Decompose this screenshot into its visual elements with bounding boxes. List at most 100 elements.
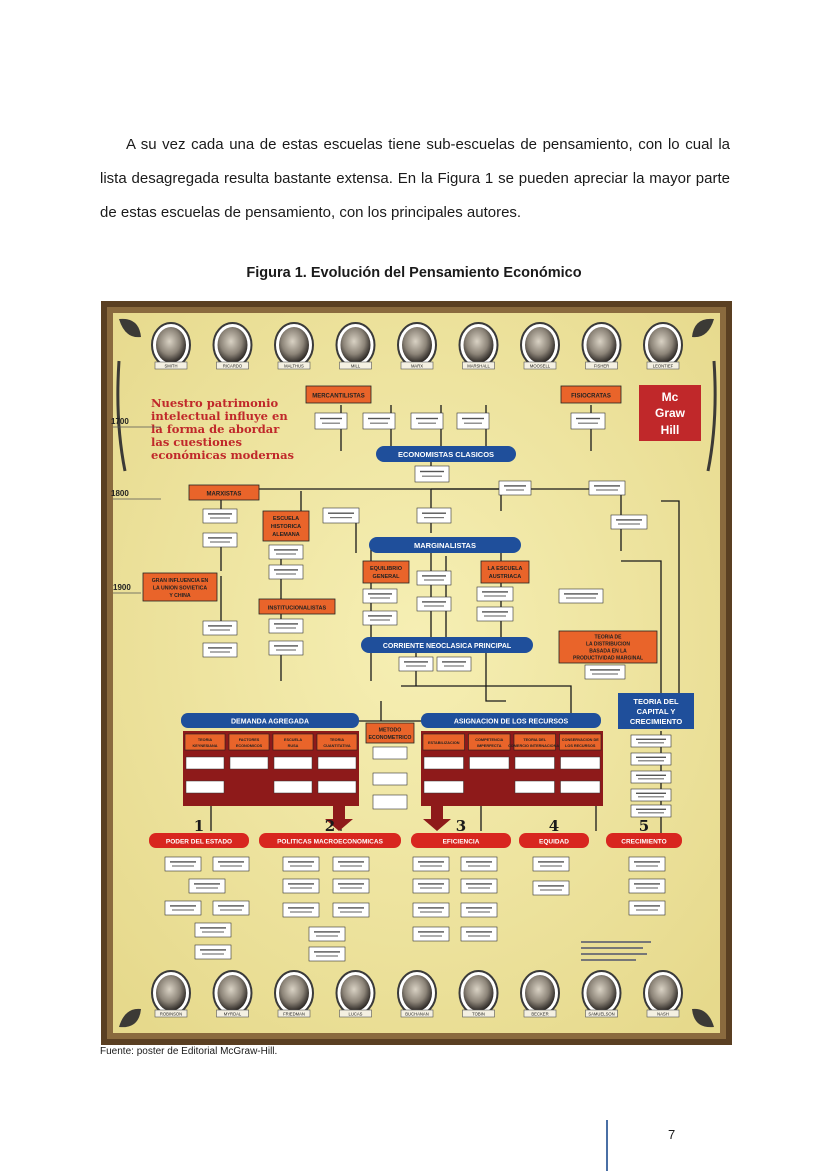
author-card bbox=[308, 946, 346, 962]
subschool-box bbox=[316, 733, 358, 751]
top-portrait-name: MOOSELL bbox=[530, 364, 551, 369]
author-box bbox=[423, 780, 464, 794]
author-card bbox=[164, 900, 202, 916]
asignacion-recursos-block: ASIGNACION DE LOS RECURSOS ESTABILIZACIO… bbox=[421, 713, 603, 806]
subschool-label: ESTABILIZACION bbox=[428, 741, 460, 745]
headline-line: económicas modernas bbox=[151, 448, 294, 462]
year-label: 1900 bbox=[113, 583, 131, 592]
metodo-econometrico-block: METODO ECONOMETRICO bbox=[365, 722, 415, 810]
top-portrait-name: MARX bbox=[411, 364, 423, 369]
outcome-number: 5 bbox=[639, 817, 649, 835]
block-title: DEMANDA AGREGADA bbox=[231, 719, 309, 726]
bottom-portrait: SAMUELSON bbox=[581, 970, 622, 1018]
top-portrait-name: RICARDO bbox=[223, 364, 243, 369]
author-box bbox=[423, 756, 464, 770]
subschool-box bbox=[513, 733, 556, 751]
author-card bbox=[460, 878, 498, 894]
top-portrait: FISHER bbox=[581, 322, 622, 370]
ornament-tr bbox=[692, 318, 714, 338]
top-portrait-name: MALTHUS bbox=[284, 364, 304, 369]
bottom-portrait-name: FRIEDMAN bbox=[283, 1012, 305, 1017]
bottom-portrait: BECKER bbox=[520, 970, 560, 1018]
author-card bbox=[282, 878, 320, 894]
school-label: MARXISTAS bbox=[207, 492, 242, 498]
subschool-label: IMPERFECTA bbox=[477, 744, 502, 748]
author-card bbox=[416, 570, 452, 586]
subschool-label: LOS RECURSOS bbox=[565, 744, 596, 748]
logo-line: Mc bbox=[662, 390, 679, 404]
author-box bbox=[229, 756, 269, 770]
top-portrait: MOOSELL bbox=[520, 322, 560, 370]
author-card bbox=[282, 902, 320, 918]
author-card bbox=[570, 412, 606, 430]
author-card bbox=[630, 788, 672, 802]
school-label: TEORIA DEL bbox=[633, 697, 679, 706]
top-portrait: MILL bbox=[335, 322, 376, 370]
author-card bbox=[558, 588, 604, 604]
bottom-portrait-name: ROBINSON bbox=[160, 1012, 182, 1017]
author-card bbox=[630, 804, 672, 818]
poster-note bbox=[581, 941, 651, 961]
author-card bbox=[212, 856, 250, 872]
bottom-portrait: MYRDAL bbox=[212, 970, 253, 1018]
author-card bbox=[282, 856, 320, 872]
author-card bbox=[322, 507, 360, 524]
author-card bbox=[202, 642, 238, 658]
school-label: CRECIMIENTO bbox=[630, 717, 683, 726]
author-card bbox=[164, 856, 202, 872]
school-boxes: MERCANTILISTAS FISIOCRATAS ECONOMISTAS C… bbox=[142, 385, 694, 729]
page-rule bbox=[606, 1120, 608, 1171]
block-title: ECONOMETRICO bbox=[369, 735, 412, 741]
author-box bbox=[185, 756, 225, 770]
school-label: TEORIA DE bbox=[594, 635, 622, 641]
author-card bbox=[412, 926, 450, 942]
author-box bbox=[560, 780, 601, 794]
author-box bbox=[273, 756, 313, 770]
author-card bbox=[628, 900, 666, 916]
top-portrait: MARX bbox=[397, 322, 437, 370]
author-card bbox=[212, 900, 250, 916]
author-card bbox=[188, 878, 226, 894]
subschool-label: CUANTITATIVA bbox=[323, 744, 350, 748]
author-box bbox=[514, 780, 555, 794]
author-card bbox=[398, 656, 434, 672]
bottom-portrait-name: SAMUELSON bbox=[588, 1012, 614, 1017]
author-card bbox=[416, 596, 452, 612]
school-label: ECONOMISTAS CLASICOS bbox=[398, 450, 494, 459]
author-card bbox=[268, 618, 304, 634]
author-box bbox=[469, 756, 510, 770]
subschool-label: ESCUELA bbox=[284, 738, 302, 742]
author-card bbox=[268, 544, 304, 560]
author-card bbox=[362, 610, 398, 626]
subschool-label: TEORIA bbox=[198, 738, 213, 742]
bottom-portrait: LUCAS bbox=[335, 970, 376, 1018]
bottom-portrait-name: MYRDAL bbox=[224, 1012, 242, 1017]
top-portrait-name: MARSHALL bbox=[467, 364, 490, 369]
subschool-label: COMERCIO INTERNACIONAL bbox=[508, 744, 562, 748]
author-card bbox=[308, 926, 346, 942]
ornament-tl bbox=[119, 318, 141, 338]
author-card bbox=[460, 902, 498, 918]
author-box bbox=[560, 756, 601, 770]
school-label: LA UNION SOVIETICA bbox=[153, 586, 208, 592]
school-label: ALEMANA bbox=[272, 532, 300, 538]
outcome-label: EFICIENCIA bbox=[443, 839, 480, 846]
body-paragraph: A su vez cada una de estas escuelas tien… bbox=[100, 128, 730, 230]
school-label: GRAN INFLUENCIA EN bbox=[152, 578, 209, 584]
author-card bbox=[532, 856, 570, 872]
mcgraw-hill-logo: Mc Graw Hill bbox=[639, 385, 701, 441]
author-box bbox=[514, 756, 555, 770]
author-card bbox=[532, 880, 570, 896]
top-portrait: LEONTIEF bbox=[643, 322, 683, 370]
outcome-label: CRECIMIENTO bbox=[621, 839, 666, 846]
author-card bbox=[362, 588, 398, 604]
author-box bbox=[317, 756, 357, 770]
school-label: BASADA EN LA bbox=[589, 649, 627, 655]
school-label: MARGINALISTAS bbox=[414, 541, 476, 550]
